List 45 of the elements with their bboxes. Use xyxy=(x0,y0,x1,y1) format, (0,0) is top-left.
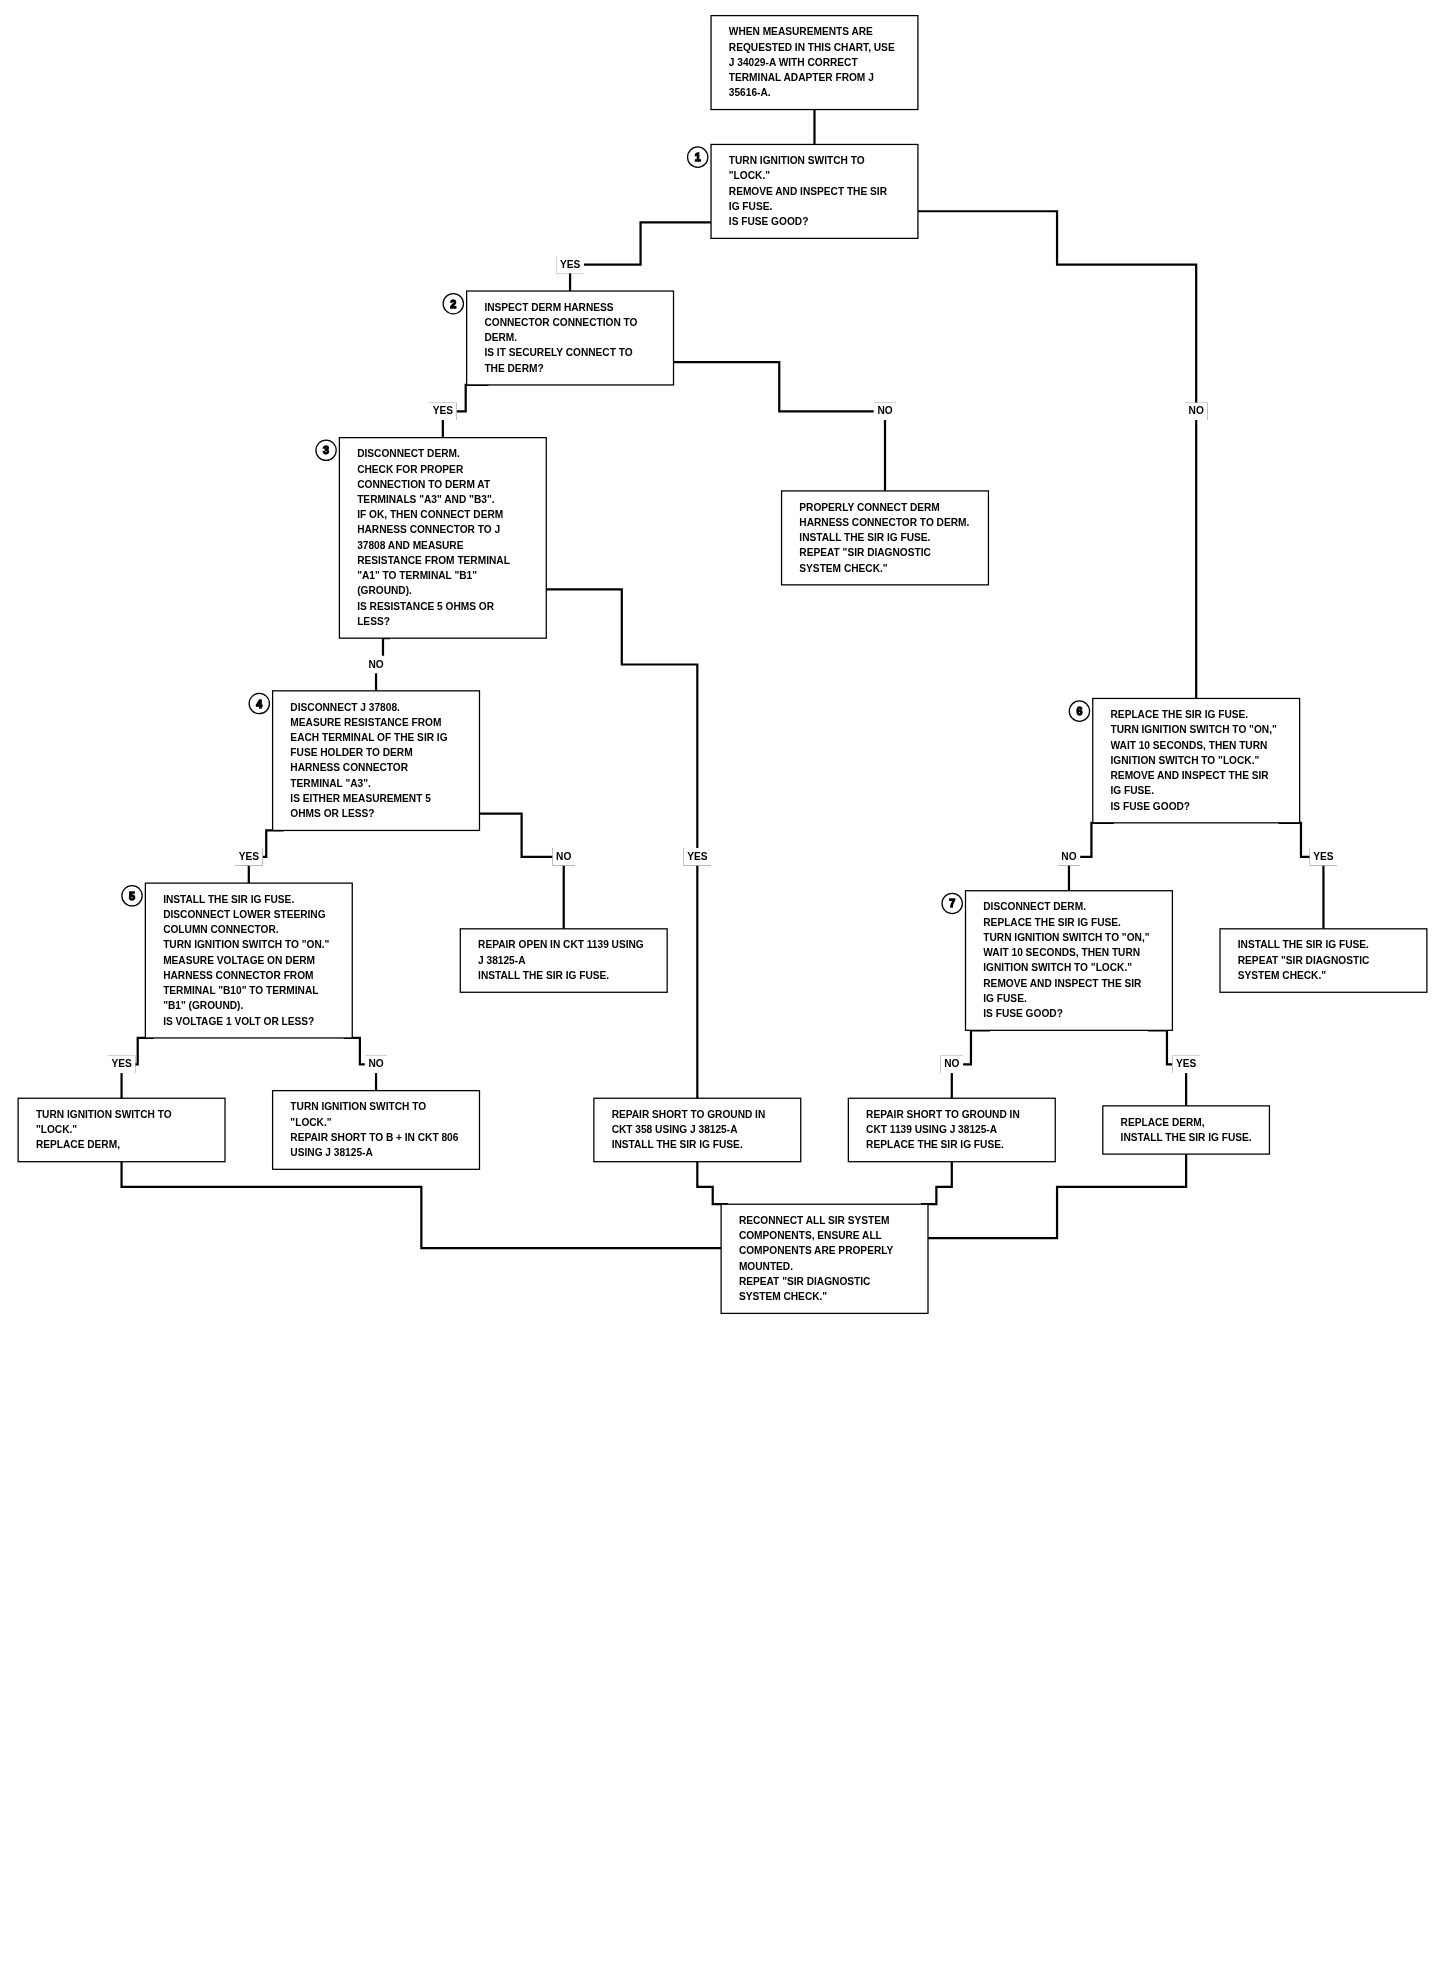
step-number: 3 xyxy=(315,439,337,462)
connector xyxy=(813,108,816,146)
edge-label: NO xyxy=(1188,405,1204,417)
edge-label: NO xyxy=(556,851,572,862)
step-number: 6 xyxy=(1068,700,1091,722)
edge-label: NO xyxy=(368,658,384,670)
edge-label: YES xyxy=(1313,851,1334,862)
node-box: RECONNECT ALL SIR SYSTEM COMPONENTS, ENSURE ALL COMPONENTS ARE PROPERLY MOUNTED. REPEAT "SIR DIAGNOSTIC SYSTEM CHECK." xyxy=(720,1203,929,1314)
node-box: DISCONNECT DERM. REPLACE THE SIR IG FUSE. TURN IGNITION SWITCH TO "ON," WAIT 10 SECONDS, THEN TURN IGNITION SWITCH TO "LOCK." REMOVE AND INSPECT THE SIR IG FUSE. IS FUSE GOOD? xyxy=(964,890,1174,1031)
node-box: REPAIR SHORT TO GROUND IN CKT 1139 USING J 38125-A REPLACE THE SIR IG FUSE. xyxy=(847,1097,1056,1163)
edge-label: YES xyxy=(432,405,453,417)
edge-label: NO xyxy=(368,1058,384,1070)
edge-label: YES xyxy=(1175,1058,1197,1070)
edge-label: NO xyxy=(944,1058,960,1070)
node-box: TURN IGNITION SWITCH TO "LOCK." REPAIR SHORT TO B + IN CKT 806 USING J 38125-A xyxy=(271,1090,481,1170)
connector xyxy=(917,210,1198,700)
connector xyxy=(928,1153,1188,1240)
edge-label: YES xyxy=(687,851,708,862)
node-box: PROPERLY CONNECT DERM HARNESS CONNECTOR TO DERM. INSTALL THE SIR IG FUSE. REPEAT "SIR DIAGNOSTIC SYSTEM CHECK." xyxy=(780,490,990,586)
node-box: REPAIR SHORT TO GROUND IN CKT 358 USING J 38125-A INSTALL THE SIR IG FUSE. xyxy=(593,1097,802,1163)
connector xyxy=(120,1160,722,1250)
node-box: REPAIR OPEN IN CKT 1139 USING J 38125-A INSTALL THE SIR IG FUSE. xyxy=(459,928,668,993)
edge-label: NO xyxy=(1061,851,1077,862)
connector xyxy=(568,221,712,293)
node-box: INSPECT DERM HARNESS CONNECTOR CONNECTION TO DERM. IS IT SECURELY CONNECT TO THE DERM? xyxy=(466,290,675,386)
node-box: WHEN MEASUREMENTS ARE REQUESTED IN THIS CHART, USE J 34029-A WITH CORRECT TERMINAL ADAPTER FROM J 35616-A. xyxy=(710,15,919,111)
step-number: 1 xyxy=(686,146,709,168)
step-number: 7 xyxy=(941,892,963,915)
step-number: 4 xyxy=(248,692,271,715)
node-box: TURN IGNITION SWITCH TO "LOCK." REMOVE AND INSPECT THE SIR IG FUSE. IS FUSE GOOD? xyxy=(710,143,919,239)
node-box: DISCONNECT DERM. CHECK FOR PROPER CONNECTION TO DERM AT TERMINALS "A3" AND "B3". IF OK, THEN CONNECT DERM HARNESS CONNECTOR TO J 37808 AND MEASURE RESISTANCE FROM TERMINAL "A1" TO TERMINAL "B1" (GROUND). IS RESISTANCE 5 OHMS OR LESS? xyxy=(338,437,547,639)
node-box: INSTALL THE SIR IG FUSE. DISCONNECT LOWER STEERING COLUMN CONNECTOR. TURN IGNITION SWITCH TO "ON." MEASURE VOLTAGE ON DERM HARNESS CONNECTOR FROM TERMINAL "B10" TO TERMINAL "B1" (GROUND). IS VOLTAGE 1 VOLT OR LESS? xyxy=(144,882,353,1039)
step-number: 2 xyxy=(442,292,465,315)
node-box: TURN IGNITION SWITCH TO "LOCK." REPLACE DERM, xyxy=(17,1097,226,1163)
edge-label: NO xyxy=(877,405,893,417)
node-box: REPLACE DERM, INSTALL THE SIR IG FUSE. xyxy=(1102,1105,1271,1155)
connector xyxy=(479,812,565,930)
edge-label: YES xyxy=(559,258,581,270)
connector xyxy=(546,588,699,1100)
node-box: DISCONNECT J 37808. MEASURE RESISTANCE FROM EACH TERMINAL OF THE SIR IG FUSE HOLDER TO DERM HARNESS CONNECTOR TERMINAL "A3". IS EITHER MEASUREMENT 5 OHMS OR LESS? xyxy=(271,690,481,832)
node-box: INSTALL THE SIR IG FUSE. REPEAT "SIR DIAGNOSTIC SYSTEM CHECK." xyxy=(1219,928,1428,993)
step-number: 5 xyxy=(121,885,143,907)
edge-label: YES xyxy=(238,851,259,862)
node-box: REPLACE THE SIR IG FUSE. TURN IGNITION SWITCH TO "ON," WAIT 10 SECONDS, THEN TURN IGNITION SWITCH TO "LOCK." REMOVE AND INSPECT THE SIR IG FUSE. IS FUSE GOOD? xyxy=(1092,697,1301,824)
edge-label: YES xyxy=(111,1058,132,1070)
